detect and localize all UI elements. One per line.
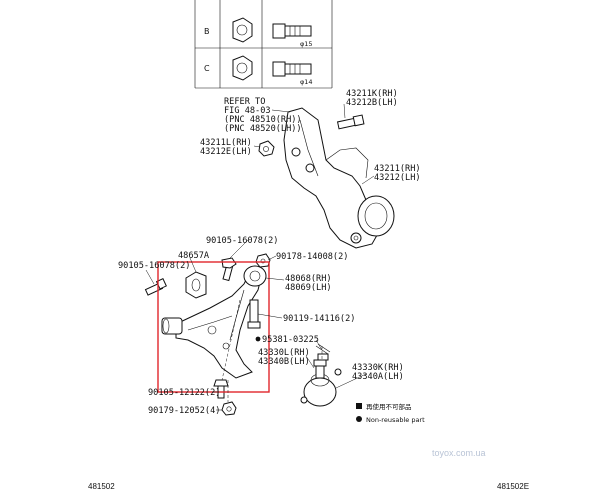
label-43330k: 43330K(RH) — [352, 363, 404, 373]
label-90105-12122: 90105-12122(2) — [148, 388, 220, 398]
bolt-90105-top — [221, 257, 237, 282]
label-43340a: 43340A(LH) — [352, 372, 404, 382]
label-refer-line1: REFER TO — [224, 97, 265, 107]
label-refer-line2: FIG 48-03 — [224, 106, 271, 116]
hex-nut-icon — [232, 55, 253, 81]
flange-bolt-icon — [272, 23, 312, 39]
table-row-b-letter: B — [204, 27, 210, 36]
label-refer-line3: (PNC 48510(RH)) — [224, 115, 302, 125]
knuckle-nut — [258, 140, 275, 157]
label-43340b: 43340B(LH) — [258, 357, 310, 367]
label-48069: 48069(LH) — [285, 283, 332, 293]
label-43330l: 43330L(RH) — [258, 348, 310, 358]
non-reusable-dot — [255, 336, 261, 342]
fastener-table: B C φ15 φ14 — [194, 0, 333, 89]
nut-90179 — [221, 401, 237, 416]
nut-90178 — [255, 253, 271, 268]
legend-reuse: 再使用不可部品 — [366, 402, 412, 411]
label-43212b: 43212B(LH) — [346, 98, 398, 108]
flange-bolt-icon — [272, 61, 312, 77]
label-48657a: 48657A — [178, 251, 210, 261]
bracket-48657a — [185, 271, 207, 299]
knuckle-bolt — [336, 114, 365, 130]
leader-lines — [145, 103, 375, 411]
label-43212: 43212(LH) — [374, 173, 421, 183]
label-90178: 90178-14008(2) — [276, 252, 348, 262]
table-row-b-dimension: φ15 — [300, 40, 313, 48]
bolt-90105 — [144, 278, 167, 296]
footer-left-code: 481502 — [88, 482, 115, 491]
label-43212e: 43212E(LH) — [200, 147, 252, 157]
label-43211: 43211(RH) — [374, 164, 421, 174]
legend: 再使用不可部品 Non-reusable part — [356, 402, 425, 424]
lower-control-arm — [161, 265, 267, 379]
table-row-c-dimension: φ14 — [300, 78, 313, 86]
label-90119: 90119-14116(2) — [283, 314, 355, 324]
steering-knuckle — [283, 107, 395, 249]
non-reusable-dot-icon — [356, 416, 362, 422]
table-row-c-letter: C — [204, 64, 210, 73]
reuse-square-icon — [356, 403, 362, 409]
label-90179: 90179-12052(4) — [148, 406, 220, 416]
callout-labels: REFER TO FIG 48-03 (PNC 48510(RH)) (PNC … — [118, 89, 421, 416]
label-90105-16078-left: 90105-16078(2) — [118, 261, 190, 271]
footer-right-code: 481502E — [497, 482, 529, 491]
legend-nonreusable: Non-reusable part — [366, 416, 425, 424]
hex-nut-icon — [232, 17, 253, 43]
label-refer-line4: (PNC 48520(LH)) — [224, 124, 302, 134]
bolt-90105-12122 — [213, 379, 229, 399]
label-43211l: 43211L(RH) — [200, 138, 252, 148]
cotter-pin — [315, 343, 331, 361]
label-43211k: 43211K(RH) — [346, 89, 398, 99]
label-95381: 95381-03225 — [262, 335, 319, 345]
label-48068: 48068(RH) — [285, 274, 332, 284]
watermark: toyox.com.ua — [432, 448, 486, 458]
ball-joint — [300, 359, 342, 407]
label-90105-16078-top: 90105-16078(2) — [206, 236, 278, 246]
